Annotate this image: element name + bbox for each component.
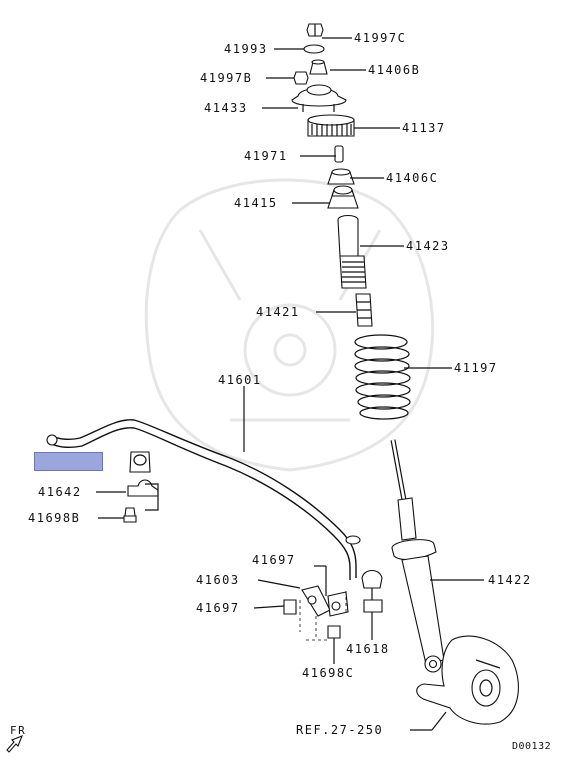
label-41406c: 41406C [386,171,439,185]
link-41618 [361,569,383,620]
label-41423: 41423 [406,239,450,253]
bearing-41137 [307,114,355,137]
bolt-41698b [123,507,137,523]
steering-knuckle [416,635,519,725]
label-41993: 41993 [224,42,268,56]
link-bolt-41697-upper [283,599,297,615]
label-41415: 41415 [234,196,278,210]
bracket-41642 [127,479,159,511]
dust-boot-41423 [337,214,367,289]
label-41997b: 41997B [200,71,253,85]
label-41642: 41642 [38,485,82,499]
label-41697-lower: 41697 [196,601,240,615]
highlight-box [34,452,103,471]
front-arrow-icon [6,735,23,753]
cap-41406b [309,59,328,75]
label-41971: 41971 [244,149,288,163]
stabilizer-bushing [129,451,151,473]
leader-lines [96,37,484,731]
label-41997c: 41997C [354,31,407,45]
reference-label: REF.27-250 [296,723,384,737]
nut-41997c [306,23,324,37]
label-41197: 41197 [454,361,498,375]
nut-41997b [293,71,309,85]
upper-mount-41433 [291,84,347,112]
stabilizer-bar-41601 [46,419,361,580]
spacer-41971 [334,145,344,163]
coil-spring-41197 [354,334,411,420]
label-41137: 41137 [402,121,446,135]
seat-41415 [327,185,359,209]
label-41406b: 41406B [368,63,421,77]
washer-41993 [303,44,325,54]
label-41697-upper: 41697 [252,553,296,567]
bolt-41698c [327,625,341,639]
stabilizer-link-41603 [301,585,349,617]
label-41422: 41422 [488,573,532,587]
label-41698b: 41698B [28,511,81,525]
front-marker-label: FR [10,724,27,737]
shock-absorber-41422 [390,439,445,673]
bump-stop-41421 [355,293,373,327]
label-41698c: 41698C [302,666,355,680]
drawing-code: D00132 [512,741,552,752]
label-41618: 41618 [346,642,390,656]
assembly-guide-lines [299,590,347,641]
label-41603: 41603 [196,573,240,587]
label-41601: 41601 [218,373,262,387]
watermark-emblem [144,178,435,472]
label-41433: 41433 [204,101,248,115]
cap-41406c [327,168,355,185]
label-41421: 41421 [256,305,300,319]
